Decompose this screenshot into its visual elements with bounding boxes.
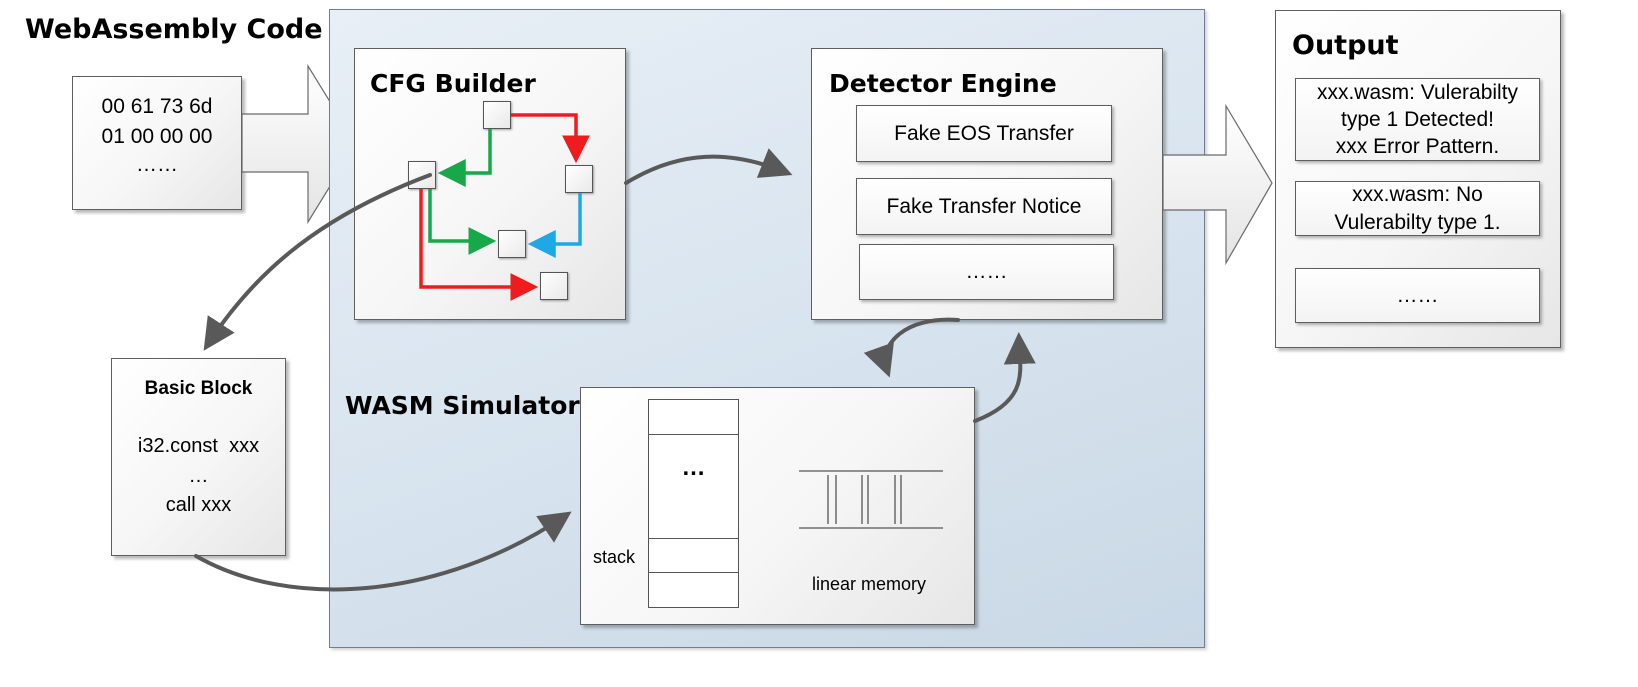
output-result-line: Vulerabilty type 1.: [1334, 210, 1501, 234]
output-title: Output: [1292, 30, 1399, 61]
stack-slot: [648, 434, 739, 539]
output-result-line: type 1 Detected!: [1341, 107, 1494, 131]
webassembly-code-box: 00 61 73 6d 01 00 00 00 ……: [72, 76, 242, 210]
output-result-clean: xxx.wasm: No Vulerabilty type 1.: [1295, 181, 1540, 236]
detector-to-simulator-arrow: [863, 317, 960, 378]
cfg-builder-title: CFG Builder: [370, 69, 536, 98]
basic-block-title: Basic Block: [144, 378, 253, 399]
code-line: 00 61 73 6d: [101, 95, 213, 118]
stack-slot: [648, 538, 739, 573]
detector-item-fake-transfer-notice: Fake Transfer Notice: [856, 178, 1112, 235]
output-result-more: ……: [1295, 268, 1540, 323]
stack-label: stack: [593, 547, 636, 567]
output-result-line: xxx.wasm: Vulerabilty: [1316, 80, 1519, 104]
basic-block-line: i32.const xxx: [137, 435, 260, 457]
detector-engine-title: Detector Engine: [829, 69, 1057, 98]
wasm-simulator-box: [580, 387, 975, 625]
basic-block-line: call xxx: [165, 494, 232, 516]
basic-block-to-simulator-arrow: [194, 511, 572, 592]
output-result-line: ……: [1396, 283, 1439, 307]
detector-item-more: ……: [859, 244, 1114, 300]
output-result-line: xxx Error Pattern.: [1335, 135, 1500, 159]
cfg-to-detector-arrow: [624, 148, 793, 185]
stack-ellipsis: …: [681, 454, 706, 481]
cfg-to-basic-block-arrow: [203, 173, 432, 351]
basic-block-box: Basic Block i32.const xxx … call xxx: [111, 358, 286, 556]
cfg-node-entry: [483, 101, 511, 129]
linear-memory-label: linear memory: [812, 574, 927, 594]
cfg-node-merge: [498, 230, 526, 258]
wasm-simulator-title: WASM Simulator: [345, 391, 580, 420]
webassembly-code-title: WebAssembly Code: [25, 14, 323, 45]
cfg-node-exit: [540, 272, 568, 300]
output-result-line: xxx.wasm: No: [1352, 183, 1483, 207]
code-line: ……: [136, 153, 178, 176]
code-line: 01 00 00 00: [101, 125, 213, 148]
output-result-detected: xxx.wasm: Vulerabilty type 1 Detected! x…: [1295, 78, 1540, 161]
stack-slot: [648, 572, 739, 608]
detector-item-fake-eos-transfer: Fake EOS Transfer: [856, 105, 1112, 162]
cfg-node-right: [565, 165, 593, 193]
basic-block-line: …: [188, 465, 209, 487]
simulator-to-detector-arrow: [973, 332, 1036, 423]
